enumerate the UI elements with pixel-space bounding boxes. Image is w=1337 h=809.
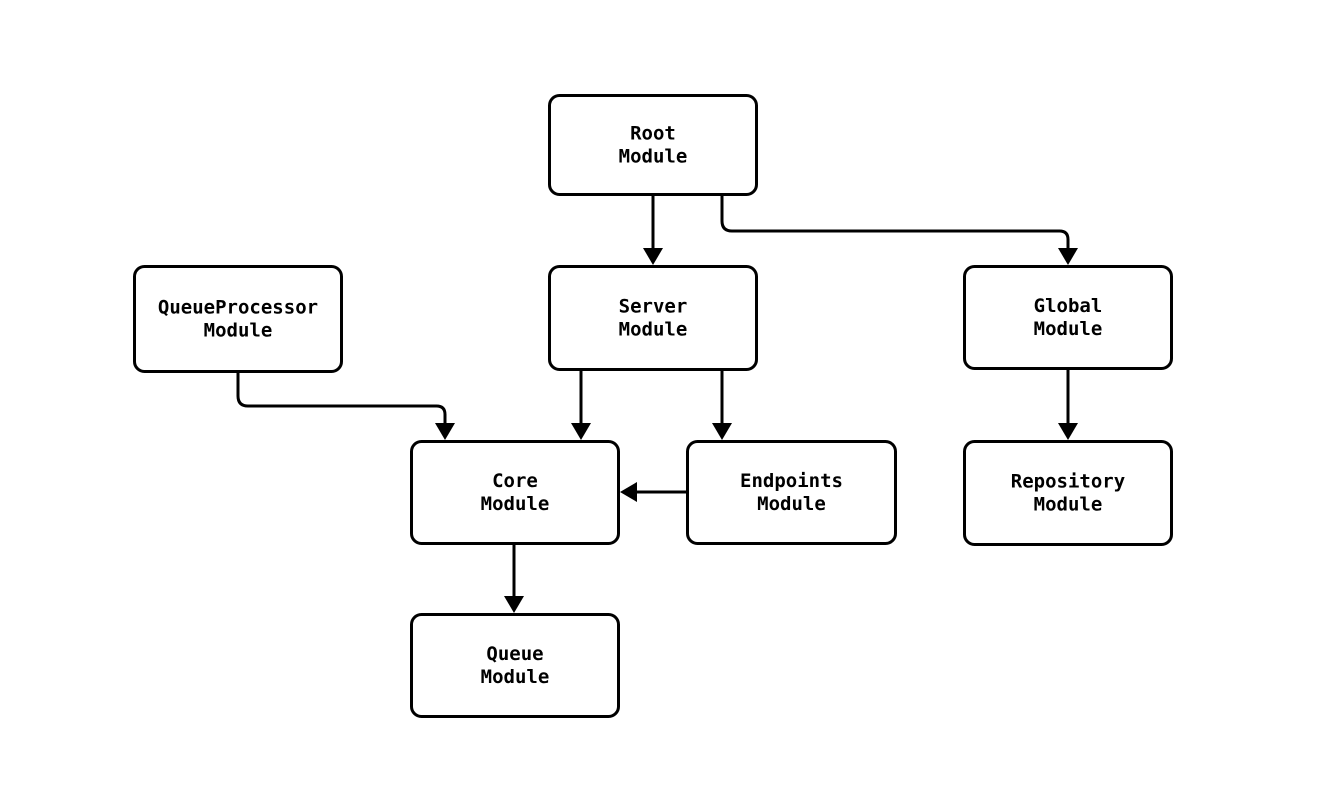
- edge-root-to-global: [720, 196, 1078, 265]
- edge-global-to-repository-arrowhead: [1058, 423, 1078, 440]
- root-module-node-label-line2: Module: [619, 146, 688, 168]
- server-module-node-label-line1: Server: [619, 296, 688, 318]
- root-module-node-shape[interactable]: [548, 94, 758, 196]
- edge-queueprocessor-to-core: [236, 373, 455, 440]
- edge-endpoints-to-core-arrowhead: [620, 482, 637, 502]
- endpoints-module-node-shape[interactable]: [686, 440, 897, 545]
- edge-root-to-server-arrowhead: [643, 248, 663, 265]
- edges-layer: [236, 196, 1078, 613]
- edge-queueprocessor-to-core-line: [236, 373, 447, 423]
- queue-module-node-shape[interactable]: [410, 613, 620, 718]
- core-module-node-shape[interactable]: [410, 440, 620, 545]
- queueprocessor-module-node-label-line1: QueueProcessor: [158, 297, 318, 319]
- edge-core-to-queue-arrowhead: [504, 596, 524, 613]
- edge-server-to-endpoints: [712, 371, 732, 440]
- global-module-node-label-line2: Module: [1034, 318, 1103, 340]
- global-module-node-shape[interactable]: [963, 265, 1173, 370]
- nodes-layer: RootModuleQueueProcessorModuleServerModu…: [133, 94, 1173, 718]
- edge-root-to-global-arrowhead: [1058, 248, 1078, 265]
- core-module-node-label-line1: Core: [492, 470, 538, 492]
- edge-server-to-endpoints-arrowhead: [712, 423, 732, 440]
- edge-server-to-core: [571, 371, 591, 440]
- repository-module-node-label-line2: Module: [1034, 494, 1103, 516]
- queue-module-node-label-line2: Module: [481, 666, 550, 688]
- queue-module-node-label-line1: Queue: [486, 643, 543, 665]
- queueprocessor-module-node-label-line2: Module: [204, 320, 273, 342]
- edge-queueprocessor-to-core-arrowhead: [435, 423, 455, 440]
- server-module-node-shape[interactable]: [548, 265, 758, 371]
- edge-server-to-core-arrowhead: [571, 423, 591, 440]
- queueprocessor-module-node-shape[interactable]: [133, 265, 343, 373]
- edge-endpoints-to-core: [620, 482, 686, 502]
- edge-root-to-server: [643, 196, 663, 265]
- root-module-node-label-line1: Root: [630, 123, 676, 145]
- edge-core-to-queue: [504, 545, 524, 613]
- edge-global-to-repository: [1058, 370, 1078, 440]
- global-module-node-label-line1: Global: [1034, 295, 1103, 317]
- endpoints-module-node-label-line2: Module: [757, 493, 826, 515]
- repository-module-node-shape[interactable]: [963, 440, 1173, 546]
- repository-module-node-label-line1: Repository: [1011, 471, 1125, 493]
- server-module-node-label-line2: Module: [619, 319, 688, 341]
- edge-root-to-global-line: [720, 196, 1070, 248]
- endpoints-module-node-label-line1: Endpoints: [740, 470, 843, 492]
- core-module-node-label-line2: Module: [481, 493, 550, 515]
